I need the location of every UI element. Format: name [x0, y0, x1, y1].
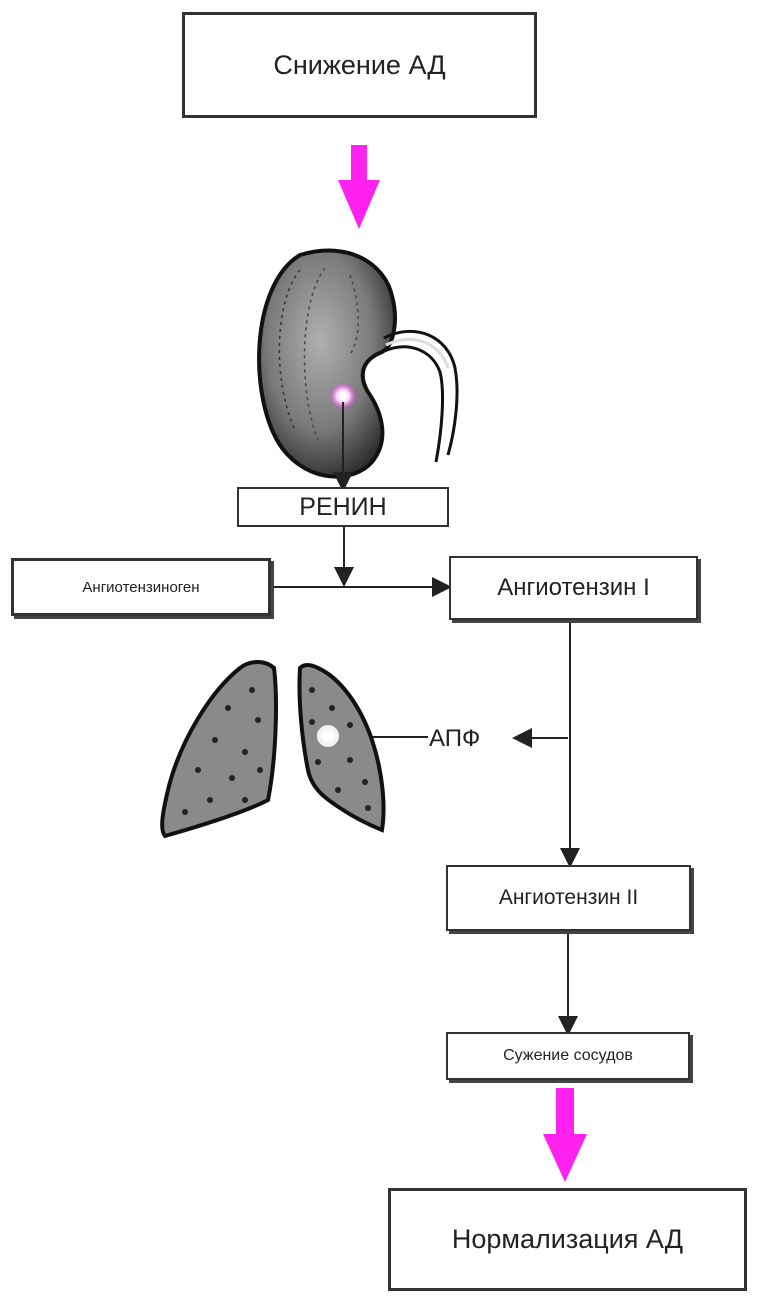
kidney-icon	[259, 251, 457, 477]
angiotensinogen-box: Ангиотензиноген	[11, 558, 271, 616]
arrow-vasoconstriction-to-normalization	[543, 1088, 587, 1182]
angiotensinogen-label: Ангиотензиноген	[82, 579, 199, 596]
vasoconstriction-label: Сужение сосудов	[503, 1047, 633, 1065]
angiotensin-2-label: Ангиотензин II	[499, 886, 638, 910]
renin-label: РЕНИН	[299, 493, 386, 522]
lungs-icon	[162, 662, 383, 836]
angiotensin-2-box: Ангиотензин II	[446, 865, 691, 931]
angiotensin-1-label: Ангиотензин I	[497, 574, 650, 602]
renin-box: РЕНИН	[237, 487, 449, 527]
bp-normalization-box: Нормализация АД	[388, 1188, 747, 1291]
bp-drop-label: Снижение АД	[273, 50, 445, 81]
bp-drop-box: Снижение АД	[182, 12, 537, 118]
ace-label: АПФ	[429, 725, 480, 753]
angiotensin-1-box: Ангиотензин I	[449, 556, 698, 620]
arrow-bp-drop-to-kidney	[338, 145, 380, 229]
bp-normalization-label: Нормализация АД	[452, 1224, 683, 1255]
vasoconstriction-box: Сужение сосудов	[446, 1032, 690, 1080]
